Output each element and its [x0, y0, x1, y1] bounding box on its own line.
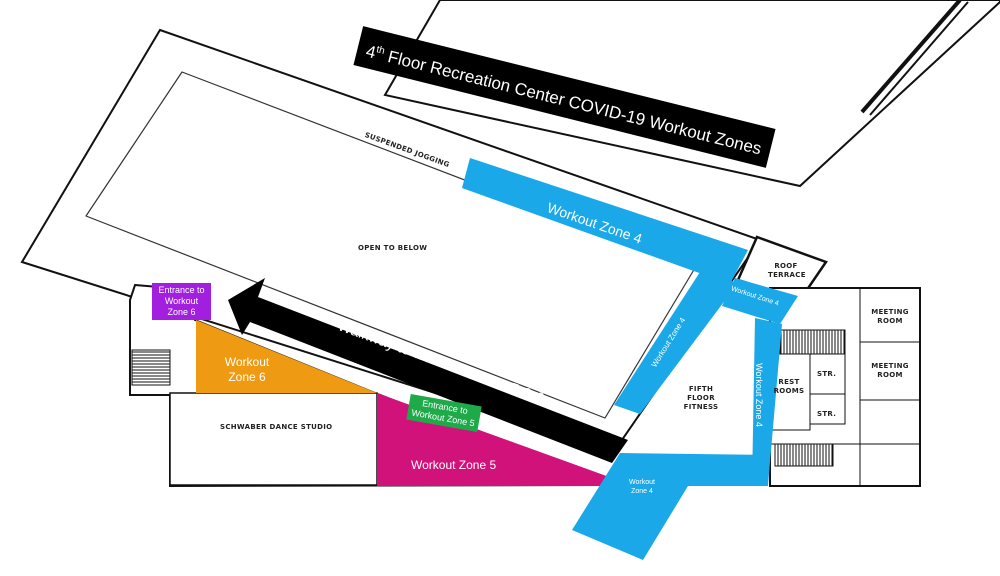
- storage-label: STR.: [817, 370, 837, 378]
- dance-studio-label: SCHWABER DANCE STUDIO: [220, 423, 333, 431]
- storage-room: [809, 353, 846, 395]
- zone-4-bottom-label: Workout Zone 4: [629, 479, 655, 495]
- stairs: [779, 329, 846, 355]
- zone-6-label: Workout Zone 6: [224, 355, 270, 384]
- zone-4-vertical-label: Workout Zone 4: [753, 363, 764, 427]
- meeting-room-label: MEETING ROOM: [871, 362, 909, 379]
- meeting-room-label: MEETING ROOM: [871, 308, 909, 325]
- walkway-arrow: [228, 278, 628, 463]
- fifth-floor-fitness-label: FIFTH FLOOR FITNESS: [683, 385, 719, 411]
- entrance-zone-6-sign: Entrance to Workout Zone 6: [152, 283, 211, 320]
- roof-terrace-label: ROOF TERRACE: [768, 262, 806, 279]
- storage-label: STR.: [817, 410, 837, 418]
- workout-zone-6-area: [196, 320, 377, 393]
- open-to-below-label: OPEN TO BELOW: [358, 244, 428, 252]
- workout-zone-4-area: [462, 158, 798, 560]
- zone-5-label: Workout Zone 5: [411, 458, 497, 472]
- stairs: [774, 443, 834, 467]
- storage-room: [809, 393, 846, 425]
- upper-building-outline: [383, 0, 1000, 188]
- stairs: [131, 349, 171, 386]
- dance-studio-room: [169, 392, 378, 486]
- double-wall-line: [860, 0, 962, 114]
- double-wall-line: [869, 1, 969, 116]
- rest-rooms-label: REST ROOMS: [773, 378, 805, 395]
